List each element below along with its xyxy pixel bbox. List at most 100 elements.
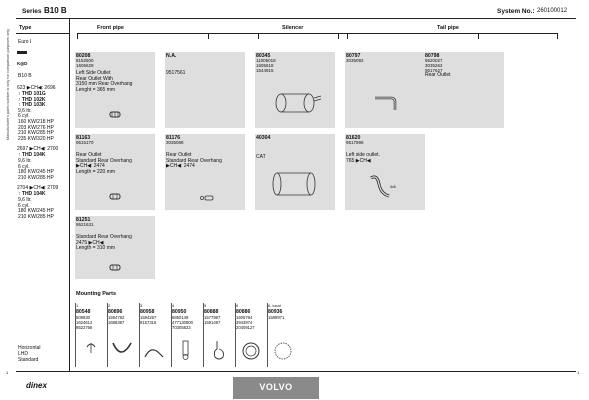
part-number: 80345	[256, 53, 271, 59]
part-refs: 9515170	[76, 140, 94, 145]
series-value: B10 B	[44, 6, 67, 15]
type-detail: 160 KW/218 HP	[18, 119, 54, 125]
mounting-drawing	[213, 341, 224, 360]
dinex-logo: dinex	[26, 381, 47, 390]
part-number: 80886	[236, 309, 251, 315]
page-left: 1	[6, 370, 9, 375]
euro-label: Euro I	[18, 39, 32, 45]
part-desc: 9517561	[166, 70, 186, 76]
part-number: 80548	[76, 309, 91, 315]
part-card-81163[interactable]: 81163 9515170 Rear Outlet Standard Rear …	[75, 134, 155, 210]
mounting-index: 6	[236, 303, 239, 308]
part-number: 80797	[346, 53, 361, 59]
part-refs: 508830 1624612 9522768	[76, 315, 93, 330]
bracket-tick	[557, 33, 558, 39]
part-card-81251[interactable]: 81251 9521631 Standard Rear Overhang 247…	[75, 216, 155, 279]
pipe-drawing	[200, 195, 214, 201]
type-detail: 6 cyl.	[18, 113, 30, 120]
part-number: 80798	[425, 53, 440, 59]
part-number: 80208	[76, 53, 91, 59]
part-desc: Left side outlet. 765 ▶CH◀	[346, 152, 380, 164]
mounting-drawing	[274, 342, 292, 360]
part-number: 81176	[166, 135, 181, 141]
mounting-divider	[267, 303, 268, 367]
make-label: VOLVO	[259, 382, 293, 392]
type-range: 2697 ▶CH◀: 2700	[17, 146, 59, 153]
mounting-index: 2	[108, 303, 111, 308]
part-card-80208[interactable]: 80208 8152500 1605629 Left Side Outlet R…	[75, 52, 155, 128]
part-refs: 1577997 1591497	[204, 315, 221, 325]
mounting-divider	[75, 303, 76, 367]
part-card-40304[interactable]: 40304 CAT	[255, 134, 335, 210]
part-number: 80950	[172, 309, 187, 315]
part-number: 81620	[346, 135, 361, 141]
part-desc: Standard Rear Overhang 2475 ▶CH◀ Length …	[76, 234, 132, 252]
part-card-80797[interactable]: 80797 3035092	[345, 52, 425, 128]
type-detail: 210 KW/285 HP	[18, 213, 54, 220]
mounting-index: 1	[76, 303, 79, 308]
type-detail: 9,6 ltr.	[18, 107, 32, 114]
part-number: 81163	[76, 135, 91, 141]
part-desc: Rear Outlet Standard Rear Overhang ▶CH◀:…	[76, 152, 132, 175]
engine-icon: K◎D	[17, 61, 28, 66]
pipe-drawing	[109, 264, 121, 271]
part-number: 81251	[76, 217, 91, 223]
type-detail: 210 KW/285 HP	[18, 130, 54, 137]
part-refs: 1594267 8157316	[140, 315, 157, 325]
type-detail: ↑ THD 104K	[18, 191, 46, 198]
part-number: N.A.	[166, 53, 177, 59]
bracket-line	[77, 33, 557, 34]
part-refs: 9521631	[76, 222, 94, 227]
type-detail: 9,6 ltr.	[18, 197, 32, 203]
part-refs: 9517596	[346, 140, 364, 145]
part-card-80798[interactable]: 80798 9520027 3035262 9517627 Rear Outle…	[424, 52, 504, 128]
part-refs: 1589971	[268, 315, 285, 320]
bottom-rule	[16, 371, 576, 372]
system-label: System No.:	[497, 8, 535, 15]
type-label: Type	[19, 25, 32, 31]
page-right: 1	[577, 370, 580, 375]
bracket-tick	[77, 33, 78, 39]
part-refs: 6850149 477130800 70305823	[172, 315, 193, 330]
type-detail: ↑ THD 104K	[18, 152, 46, 159]
side-note: Manufacturer's parts number is only for …	[6, 28, 10, 140]
model-label: B10 B	[18, 73, 32, 79]
part-card-80345[interactable]: 80345 11005018 1605618 1544915	[255, 52, 335, 128]
part-refs: 1605764 3943974 20409127	[236, 315, 255, 330]
part-card-na[interactable]: N.A. 9517561	[165, 52, 245, 128]
type-detail: 6 cyl.	[18, 163, 30, 170]
part-refs: 1594782 1688387	[108, 315, 125, 325]
part-card-81620[interactable]: 81620 9517596 Left side outlet. 765 ▶CH◀…	[345, 134, 425, 210]
series-label: Series	[22, 8, 42, 15]
type-detail: 203 KW/276 HP	[18, 124, 54, 131]
mounting-divider	[139, 303, 140, 367]
type-detail: 235 KW/320 HP	[18, 135, 54, 142]
part-number: 80936	[268, 309, 283, 315]
type-detail: ↑ THD 102K	[18, 96, 46, 103]
bus-icon	[17, 51, 27, 54]
footer-horizontal: Horizontal	[18, 345, 41, 351]
front-pipe-header: Front pipe	[97, 25, 124, 31]
mounting-divider	[235, 303, 236, 367]
part-refs: 11005018 1605618 1544915	[256, 58, 276, 73]
type-detail: 9,6 ltr.	[18, 158, 32, 164]
mounting-divider	[203, 303, 204, 367]
type-range: 623 ▶CH◀: 2696	[17, 85, 56, 91]
part-card-81176[interactable]: 81176 3035088 Rear Outlet Standard Rear …	[165, 134, 245, 210]
svg-text:4x5: 4x5	[390, 185, 396, 189]
footer-standard: Standard	[18, 357, 39, 363]
part-desc: CAT	[256, 154, 266, 160]
part-number: 80896	[108, 309, 123, 315]
make-banner: VOLVO	[233, 377, 319, 399]
part-number: 80958	[140, 309, 155, 315]
part-refs: 8152500 1605629	[76, 58, 94, 68]
tail-pipe-header: Tail pipe	[437, 25, 459, 31]
part-refs: 3035092	[346, 58, 364, 63]
